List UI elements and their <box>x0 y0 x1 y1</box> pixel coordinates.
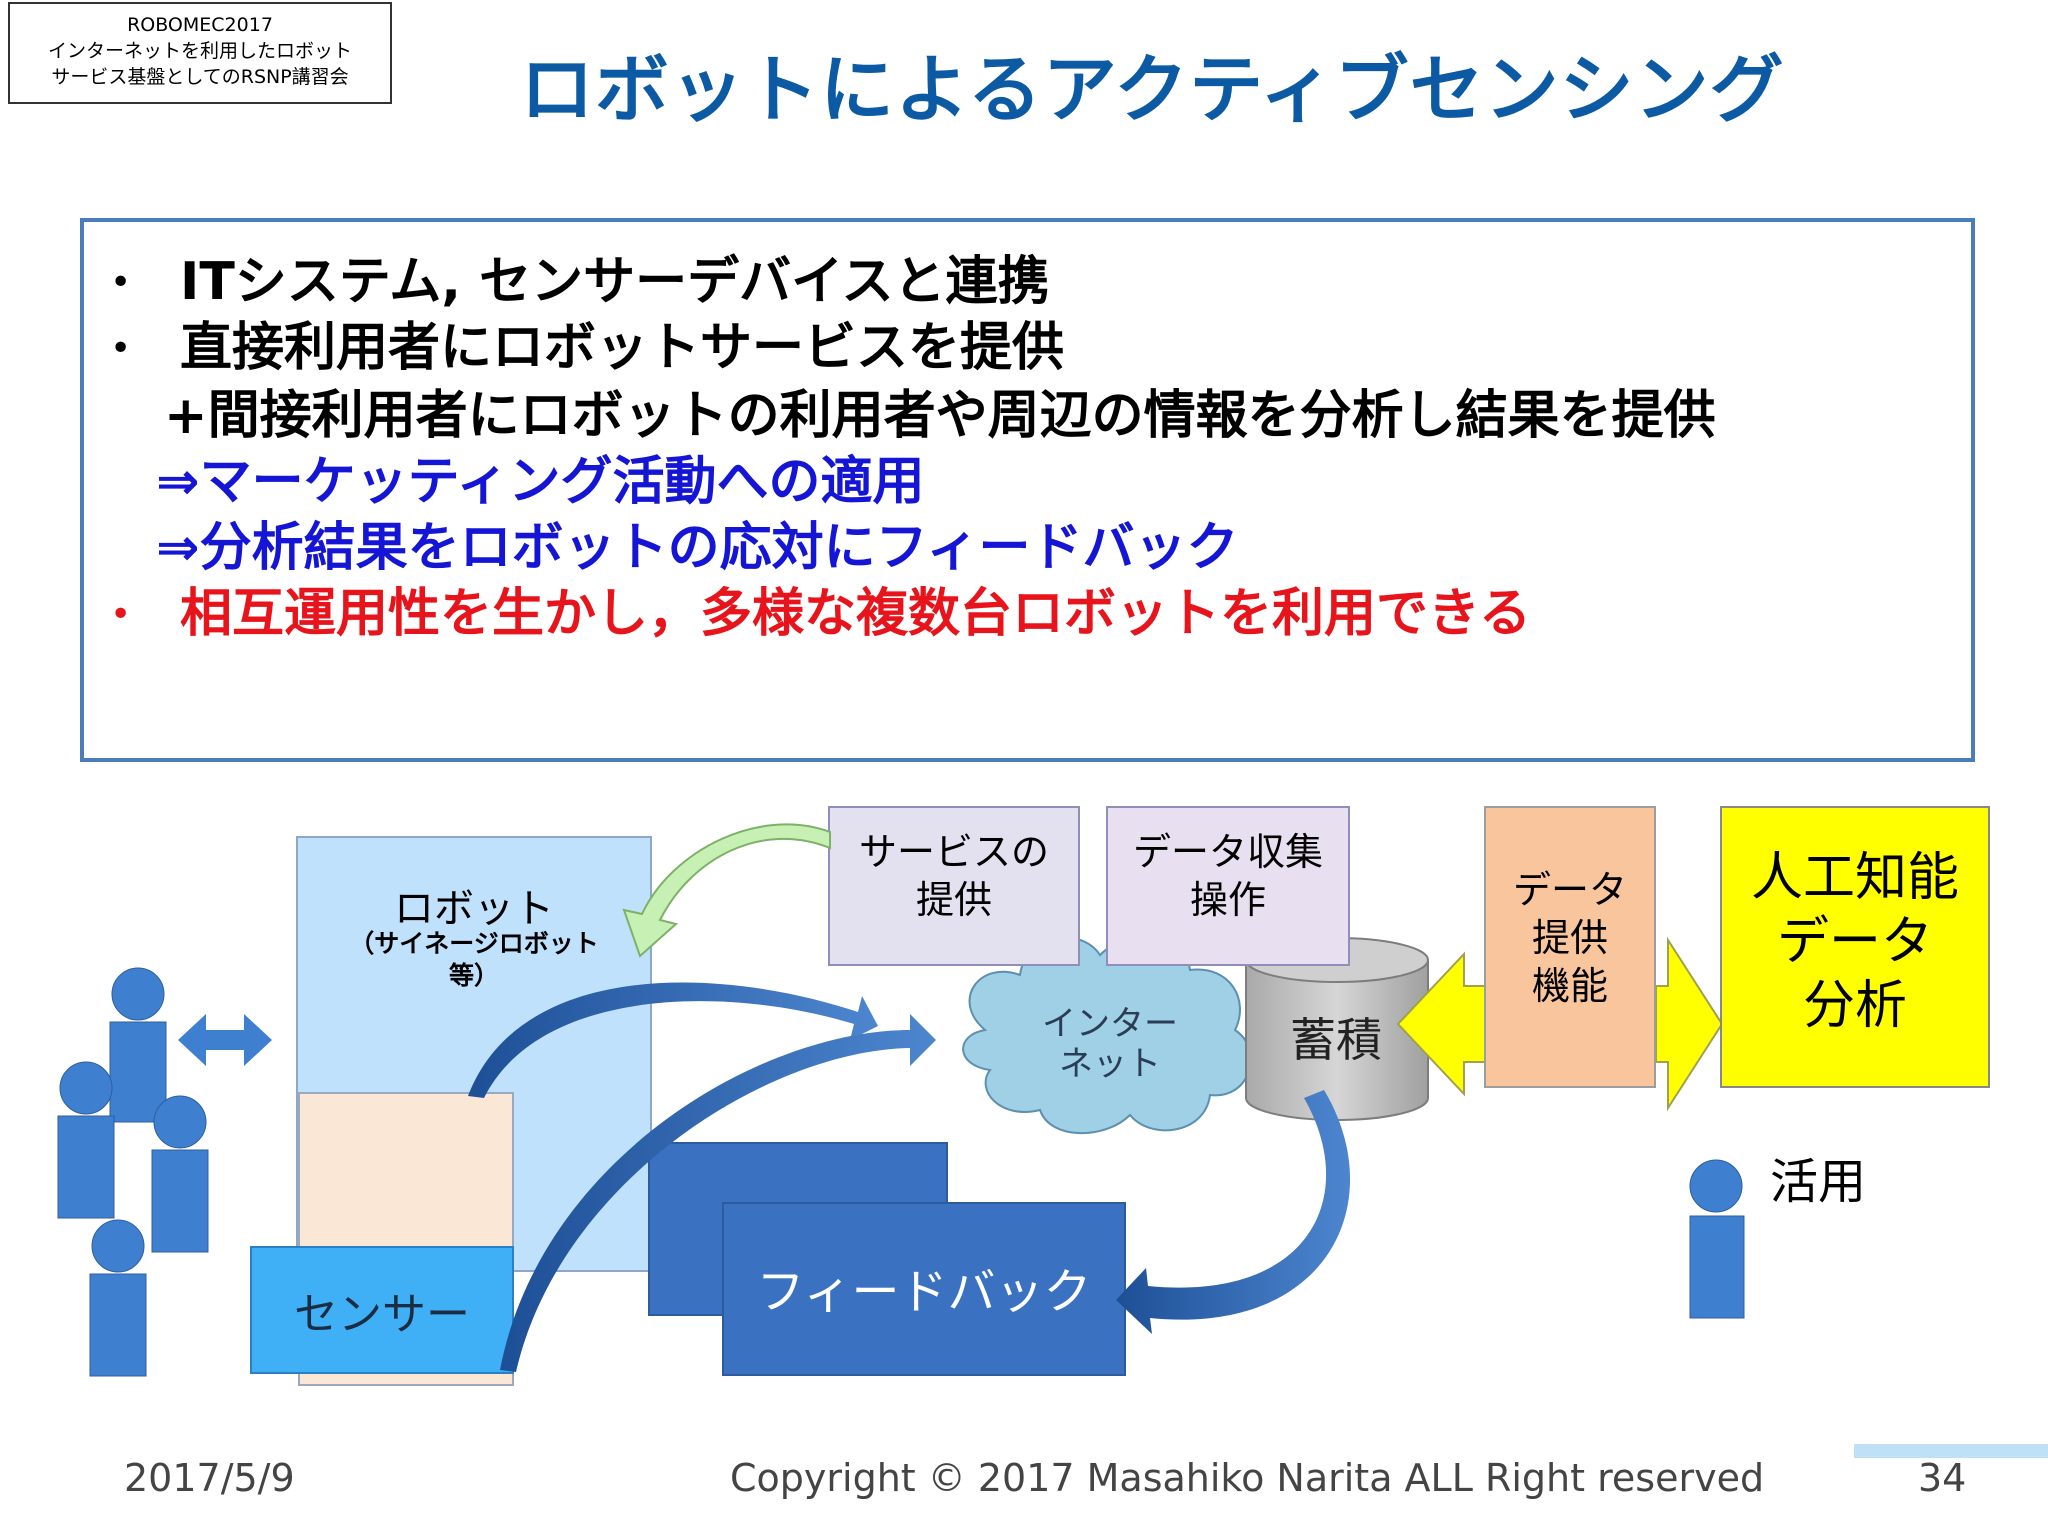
data-provision-line3: 機能 <box>1531 964 1608 1008</box>
service-provision-line1: サービスの <box>858 830 1049 874</box>
data-provision-line2: 提供 <box>1531 916 1608 960</box>
footer-accent-bar <box>1854 1444 2048 1458</box>
diagram-canvas <box>57 936 1745 1377</box>
service-provision-box <box>828 806 1080 966</box>
person-icon <box>1689 1159 1745 1319</box>
ai-analysis-line1: 人工知能 <box>1750 848 1959 908</box>
robot-sublabel-line2: 等） <box>448 961 499 990</box>
footer-copyright: Copyright © 2017 Masahiko Narita ALL Rig… <box>730 1456 1765 1500</box>
ai-analysis-box <box>1720 806 1990 1088</box>
event-label-box: ROBOMEC2017 インターネットを利用したロボット サービス基盤としてのR… <box>8 2 392 104</box>
data-provision-label: データ 提供 機能 <box>1484 866 1656 1010</box>
footer-date: 2017/5/9 <box>124 1456 295 1500</box>
data-collection-box <box>1106 806 1350 966</box>
bullet-1: ITシステム, センサーデバイスと連携 <box>180 252 1050 312</box>
robot-sublabel-line1: （サイネージロボット <box>349 929 599 958</box>
data-collection-line1: データ収集 <box>1132 830 1323 874</box>
person-icon <box>109 967 167 1123</box>
internet-label: インター ネット <box>1010 1004 1210 1084</box>
feedback-label: フィードバック <box>756 1264 1092 1320</box>
person-icon <box>57 1061 115 1219</box>
bullet-2-sub-3: ⇒分析結果をロボットの応対にフィードバック <box>156 518 1239 578</box>
bullet-dot: • <box>110 262 132 303</box>
yellow-double-arrow-icon <box>1655 936 1724 1112</box>
data-provision-box <box>1484 806 1656 1088</box>
ai-analysis-line3: 分析 <box>1802 976 1907 1036</box>
bullet-dot: • <box>110 594 132 635</box>
bullet-2-sub-1: +間接利用者にロボットの利用者や周辺の情報を分析し結果を提供 <box>164 386 1716 446</box>
data-collection-line2: 操作 <box>1189 878 1266 922</box>
service-provision-line2: 提供 <box>915 878 992 922</box>
internet-line1: インター <box>1042 1004 1178 1044</box>
data-collection-label: データ収集 操作 <box>1106 828 1350 924</box>
interaction-double-arrow-icon <box>178 1014 272 1066</box>
bullet-box: • ITシステム, センサーデバイスと連携 • 直接利用者にロボットサービスを提… <box>80 218 1975 762</box>
ai-analysis-label: 人工知能 データ 分析 <box>1720 846 1990 1038</box>
robot-sublabel: （サイネージロボット 等） <box>296 928 652 992</box>
bullet-3: 相互運用性を生かし，多様な複数台ロボットを利用できる <box>180 584 1531 644</box>
bullet-dot: • <box>110 328 132 369</box>
robot-label: ロボット <box>394 886 554 932</box>
person-icon <box>151 1095 209 1253</box>
bullet-2-sub-2: ⇒マーケッティング活動への適用 <box>156 452 925 512</box>
sensor-label: センサー <box>294 1289 470 1340</box>
storage-label: 蓄積 <box>1290 1013 1382 1067</box>
event-label-line3: サービス基盤としてのRSNP講習会 <box>51 66 349 88</box>
event-label-line1: ROBOMEC2017 <box>127 14 273 36</box>
internet-line2: ネット <box>1059 1044 1161 1084</box>
use-label: 活用 <box>1770 1154 1867 1210</box>
event-label-line2: インターネットを利用したロボット <box>47 40 352 62</box>
person-icon <box>89 1219 147 1377</box>
ai-analysis-line2: データ <box>1776 912 1933 972</box>
slide-title: ロボットによるアクティブセンシング <box>520 47 1785 133</box>
data-provision-line1: データ <box>1512 868 1627 912</box>
service-provision-label: サービスの 提供 <box>828 828 1080 924</box>
page-number: 34 <box>1918 1456 1967 1500</box>
bullet-2: 直接利用者にロボットサービスを提供 <box>180 318 1065 378</box>
sensor-box <box>250 1246 514 1374</box>
